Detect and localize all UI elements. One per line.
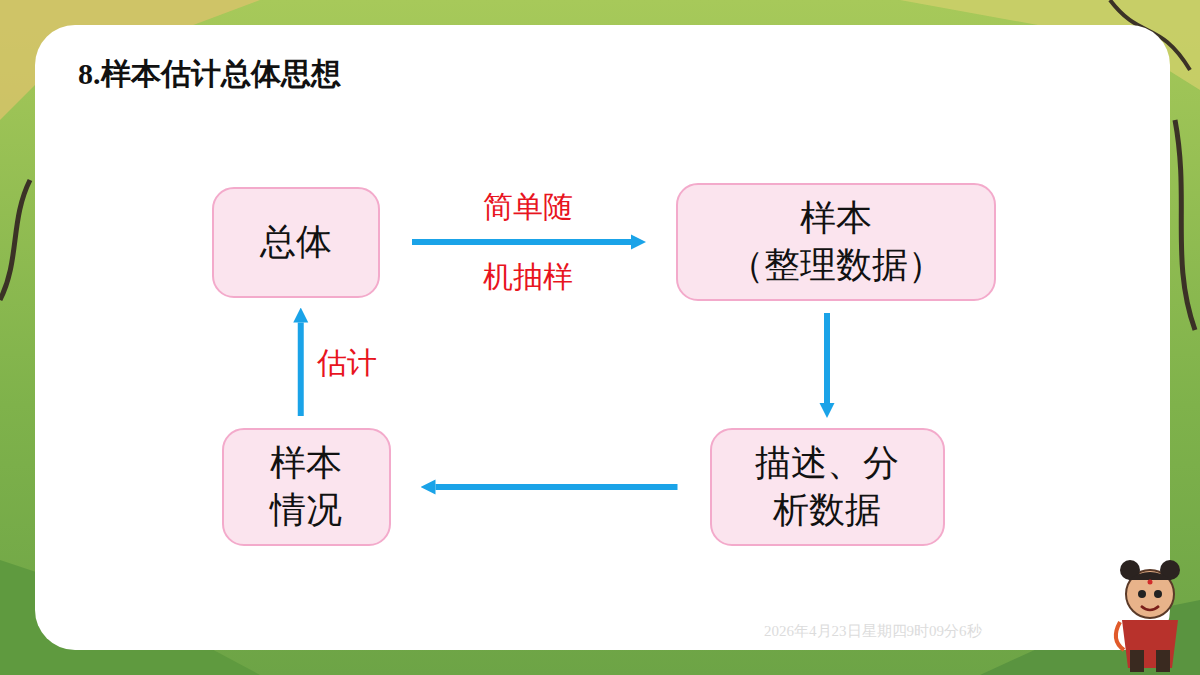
content-panel	[35, 25, 1170, 650]
slide-title: 8.样本估计总体思想	[78, 54, 341, 95]
flow-arrow	[298, 323, 304, 417]
arrow-label: 简单随 机抽样	[479, 172, 578, 312]
process-box: 样本（整理数据）	[676, 183, 996, 301]
process-box: 样本 情况	[222, 428, 391, 546]
cartoon-figure	[1116, 560, 1180, 672]
flow-arrow	[412, 239, 631, 245]
vine	[1175, 120, 1195, 330]
flow-arrow	[436, 484, 678, 490]
timestamp-watermark: 2026年4月23日星期四9时09分6秒	[764, 622, 982, 641]
box-text: 总体	[260, 219, 332, 266]
box-text: 样本 情况	[265, 440, 348, 534]
box-text: 样本	[800, 195, 872, 242]
arrow-label: 估计	[317, 345, 377, 381]
process-box: 总体	[212, 187, 380, 298]
vine	[0, 180, 30, 300]
box-text: 描述、分 析数据	[750, 440, 905, 534]
process-box: 描述、分 析数据	[710, 428, 945, 546]
box-text: （整理数据）	[728, 242, 944, 289]
flow-arrow	[824, 313, 830, 403]
